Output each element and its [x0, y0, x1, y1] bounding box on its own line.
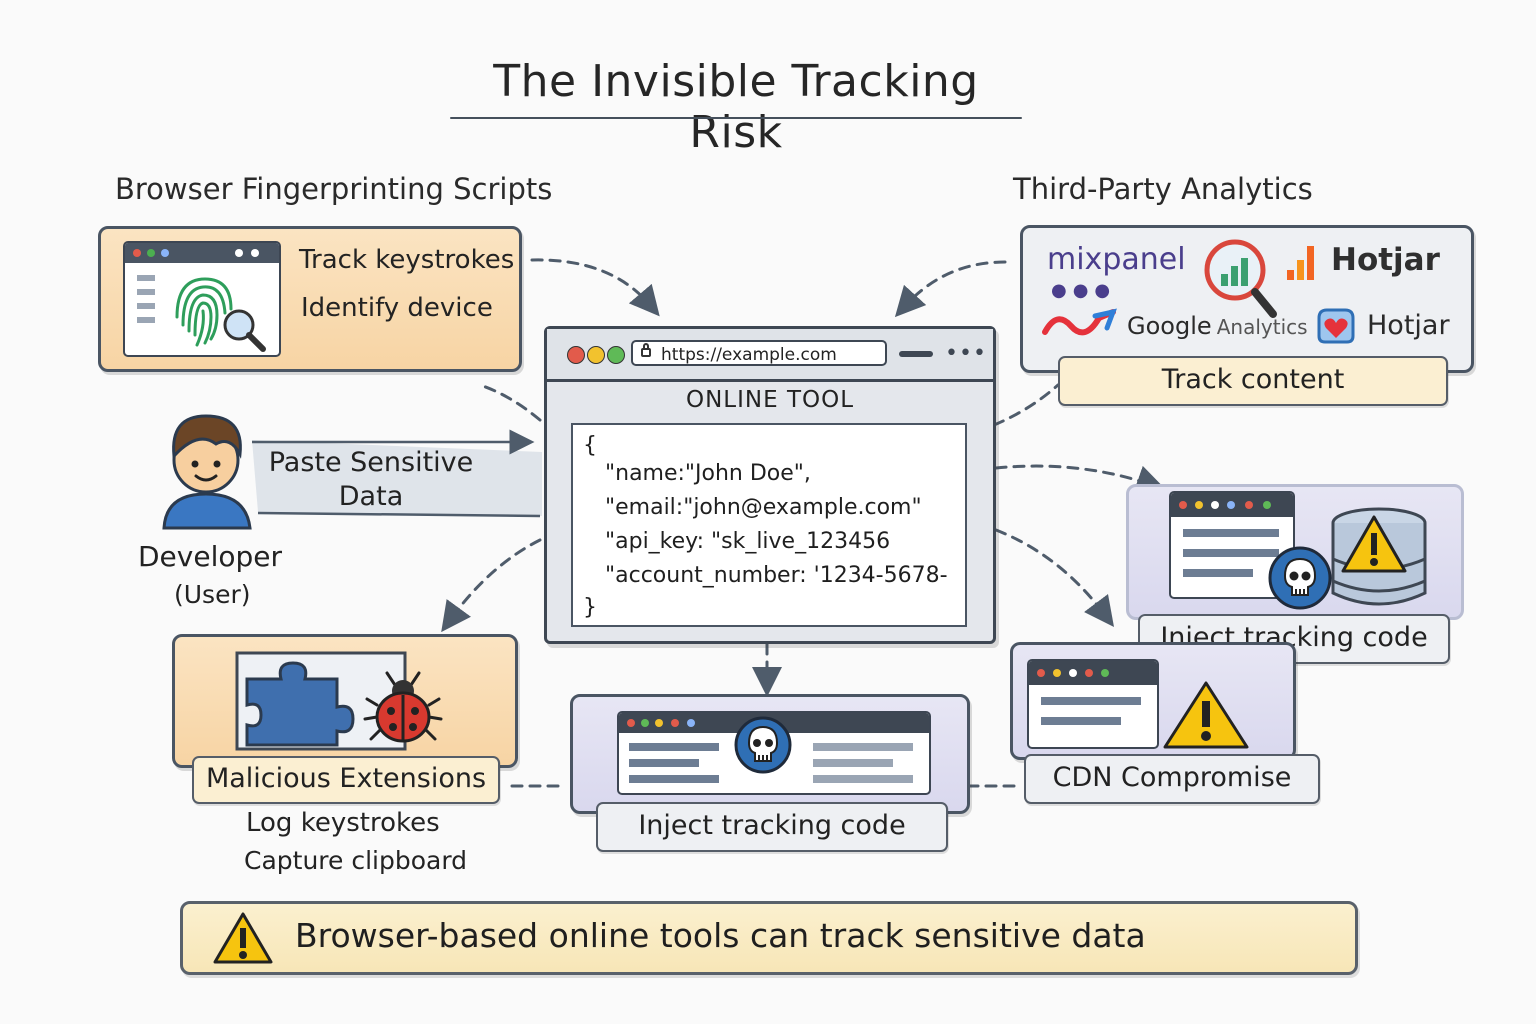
inject-center-card: [570, 694, 970, 814]
extensions-item: Log keystrokes: [246, 808, 440, 838]
bug-icon: [363, 671, 443, 743]
maximize-dot-icon[interactable]: [607, 346, 625, 364]
warning-triangle-icon: [213, 912, 273, 964]
hotjar-logo-secondary: Hotjar: [1367, 310, 1450, 341]
arrow-browser-to-analytics: [992, 383, 1060, 427]
paste-data-label: Paste Sensitive Data: [268, 447, 474, 512]
minimize-dot-icon[interactable]: [587, 346, 605, 364]
puzzle-piece-icon: [235, 651, 407, 751]
online-tool-title: ONLINE TOOL: [685, 387, 855, 413]
fingerprinting-heading: Browser Fingerprinting Scripts: [115, 172, 553, 206]
cdn-card: [1010, 642, 1296, 760]
skull-icon: [734, 716, 792, 774]
user-role-label: (User): [174, 580, 251, 609]
title-underline: [450, 117, 1022, 119]
fingerprint-window-icon: [123, 241, 281, 357]
hotjar-logo: Hotjar: [1331, 242, 1440, 278]
code-line: "name:"John Doe",: [605, 461, 811, 486]
inject-center-caption: Inject tracking code: [596, 802, 948, 852]
fingerprinting-card: Track keystrokes Identify device: [98, 226, 522, 372]
url-bar[interactable]: https://example.com: [631, 340, 887, 366]
mixpanel-dots-icon: ●●●: [1051, 280, 1117, 301]
developer-avatar-icon: [162, 414, 252, 530]
lock-icon: [641, 343, 651, 357]
extensions-card: [172, 634, 518, 768]
cdn-server-icon: [1027, 659, 1159, 749]
analytics-magnifier-icon: [1204, 239, 1277, 318]
google-analytics-logo: Google Analytics: [1127, 312, 1308, 340]
code-line: }: [583, 595, 597, 620]
magnifier-icon: [223, 309, 255, 341]
code-line: {: [583, 433, 597, 458]
warning-banner: Browser-based online tools can track sen…: [180, 901, 1358, 975]
warning-banner-text: Browser-based online tools can track sen…: [295, 916, 1146, 955]
analytics-heading: Third-Party Analytics: [1013, 172, 1313, 206]
mixpanel-logo: mixpanel: [1047, 242, 1186, 277]
google-analytics-wave-icon: [1042, 308, 1117, 336]
browser-toolbar: https://example.com •••: [547, 329, 993, 382]
analytics-card: mixpanel ●●● Hotjar Google Analytics Hot…: [1020, 225, 1474, 373]
page-title: The Invisible Tracking Risk: [493, 56, 979, 158]
hotjar-heart-icon: [1317, 308, 1355, 344]
hotjar-bars-icon: [1287, 246, 1314, 280]
arrow-fingerprint-to-browser: [530, 258, 660, 317]
extensions-caption: Malicious Extensions: [192, 756, 500, 804]
extensions-item: Capture clipboard: [244, 846, 468, 875]
warning-triangle-icon: [1341, 515, 1407, 573]
code-line: "api_key: "sk_live_123456: [605, 529, 891, 554]
close-dot-icon[interactable]: [567, 346, 585, 364]
developer-label: Developer: [138, 540, 283, 573]
fingerprint-icon: [175, 277, 266, 352]
online-tool-browser: https://example.com ••• ONLINE TOOL { "n…: [544, 326, 996, 644]
arrow-browser-to-cdn: [994, 528, 1115, 627]
code-input-area[interactable]: { "name:"John Doe", "email:"john@example…: [571, 423, 967, 627]
arrow-browser-to-server: [994, 464, 1167, 495]
menu-line-icon[interactable]: [899, 351, 933, 357]
code-line: "email:"john@example.com": [605, 495, 922, 520]
fingerprint-item: Identify device: [301, 293, 493, 323]
track-content-caption: Track content: [1058, 356, 1448, 406]
cdn-caption: CDN Compromise: [1024, 754, 1320, 804]
code-line: "account_number: '1234-5678-: [605, 563, 948, 588]
arrow-browser-to-extensions: [441, 538, 542, 633]
arrow-analytics-to-browser: [894, 260, 1007, 318]
skull-icon: [1268, 546, 1332, 610]
inject-right-card: [1126, 484, 1464, 620]
fingerprint-item: Track keystrokes: [299, 245, 515, 275]
menu-dots-icon[interactable]: •••: [945, 341, 987, 366]
arrow-browser-to-fingerprint: [478, 383, 542, 422]
warning-triangle-icon: [1163, 681, 1249, 749]
